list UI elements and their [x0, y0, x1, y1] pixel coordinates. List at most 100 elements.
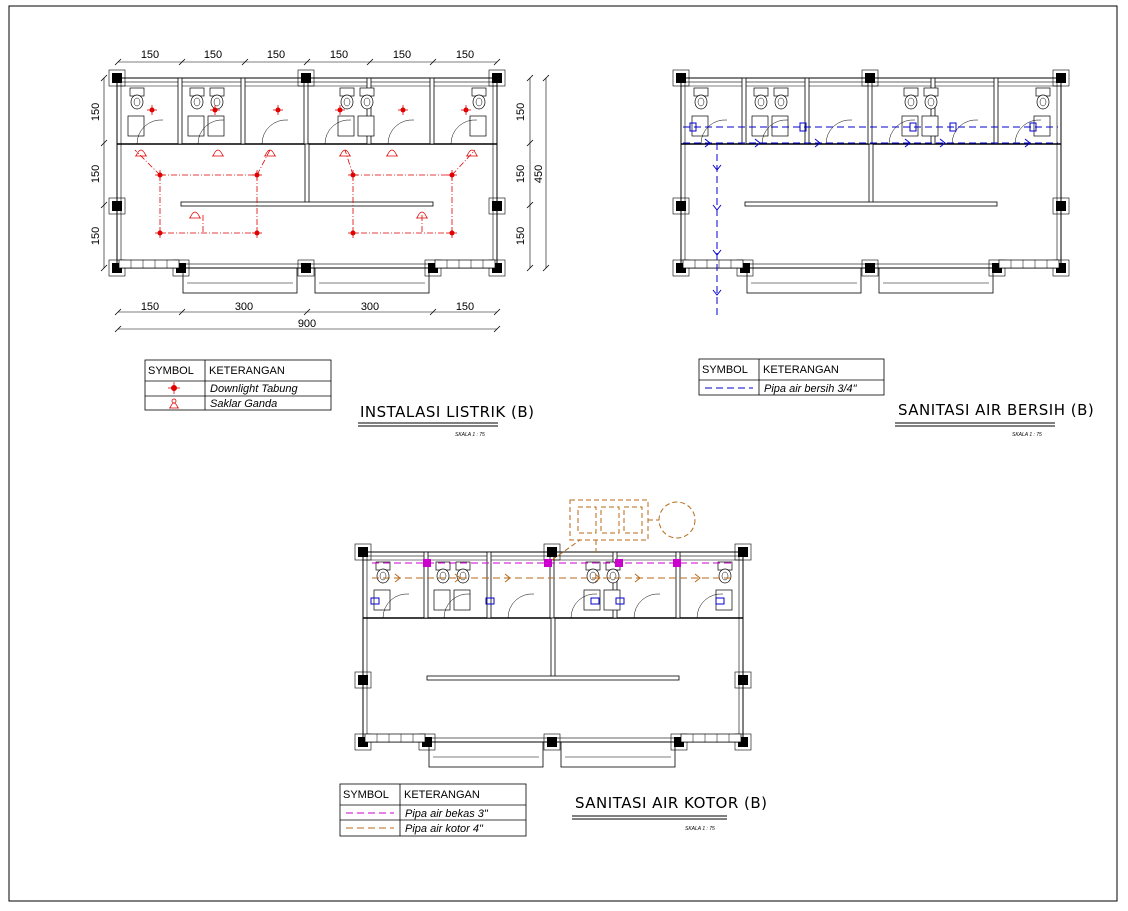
toilet-icon [127, 87, 145, 137]
column [547, 737, 557, 747]
switch-shape [212, 149, 224, 157]
partition-wall [303, 77, 309, 145]
column [676, 263, 686, 273]
window-frame [434, 259, 496, 269]
dim-left-3: 150 [90, 227, 102, 245]
toilet-icon [771, 87, 789, 137]
column [492, 263, 502, 273]
scale-kotor: SKALA 1 : 75 [685, 826, 715, 832]
door-swing [136, 119, 164, 145]
dim-tick [241, 58, 249, 66]
plan-sanitasi-air-kotor: SYMBOL KETERANGAN Pipa air bekas 3" Pipa… [339, 499, 768, 837]
floor-drain [187, 115, 205, 137]
flow-arrow [904, 138, 911, 148]
floor-drain [127, 115, 145, 137]
column [676, 201, 686, 211]
dim-tick [493, 308, 501, 316]
column-outline [734, 543, 752, 561]
column [738, 737, 748, 747]
entrance-step [428, 741, 544, 768]
window [364, 733, 426, 743]
legend-listrik: SYMBOL KETERANGAN Downlight Tabung Sakla… [144, 359, 332, 411]
floor-drain [921, 115, 939, 137]
window-frame [364, 733, 426, 743]
downlight-icon [348, 170, 358, 180]
downlight-symbols [147, 105, 471, 238]
legend-row-bekas: Pipa air bekas 3" [405, 808, 489, 820]
partition-wall [177, 77, 183, 145]
toilet-icon [469, 87, 487, 137]
dim-bottom-3: 300 [361, 301, 379, 313]
downlight-icon [155, 228, 165, 238]
flow-arrow [394, 573, 401, 583]
toilet-bowl [210, 94, 224, 110]
floor-drain-marker [590, 597, 600, 605]
toilet-seat [459, 571, 467, 581]
column [358, 547, 368, 557]
toilet-bowl [456, 568, 470, 584]
downlight-icon [447, 170, 457, 180]
center-wall [304, 143, 310, 205]
partition-wall [993, 77, 999, 145]
flow-arrow [939, 138, 946, 148]
window [118, 259, 180, 269]
column [674, 737, 684, 747]
toilet-icon [207, 87, 225, 137]
dim-height: 450 [533, 165, 545, 183]
legend-symbol-header: SYMBOL [702, 364, 748, 376]
legend-row-downlight: Downlight Tabung [210, 383, 299, 395]
floor-drain-marker [485, 597, 495, 605]
dim-bottom-4: 150 [456, 301, 474, 313]
dim-tick [100, 264, 108, 272]
toilet-seat [379, 571, 387, 581]
toilet-seat [589, 571, 597, 581]
toilet-icon [751, 87, 769, 137]
dims-left: 150 150 150 [90, 103, 102, 245]
toilet-bowl [774, 94, 788, 110]
toilet-bowl [190, 94, 204, 110]
column [865, 263, 875, 273]
title-block-listrik: INSTALASI LISTRIK (B) SKALA 1 : 75 [358, 403, 534, 438]
dim-tick [366, 58, 374, 66]
column [492, 73, 502, 83]
plan-sanitasi-air-bersih: SYMBOL KETERANGAN Pipa air bersih 3/4" S… [672, 69, 1094, 438]
downlight-legend-icon [168, 382, 180, 394]
column [1056, 73, 1066, 83]
toilet-seat [1039, 97, 1047, 107]
column [1056, 201, 1066, 211]
floor-plan-3 [354, 543, 752, 768]
partition-wall [429, 77, 435, 145]
dim-tick [303, 58, 311, 66]
toilet-seat [133, 97, 141, 107]
dim-tick [303, 308, 311, 316]
door-swing [450, 119, 478, 145]
toilet-icon [453, 561, 471, 611]
downlight-icon [335, 105, 345, 115]
toilet-seat [927, 97, 935, 107]
floor-drain-marker [715, 597, 725, 605]
legend-desc-header: KETERANGAN [209, 365, 285, 377]
flow-arrow [454, 573, 461, 583]
toilet-bowl [754, 94, 768, 110]
door-swing [382, 593, 410, 619]
dim-right-1: 150 [515, 103, 527, 121]
switch-icon [386, 149, 398, 157]
clean-water-pipes [683, 126, 1058, 318]
title-block-bersih: SANITASI AIR BERSIH (B) SKALA 1 : 75 [895, 401, 1094, 438]
switch-shape [339, 149, 351, 157]
flow-arrow [712, 249, 722, 256]
floor-drain [207, 115, 225, 137]
partition-wall [486, 551, 492, 619]
downlight-icon [252, 228, 262, 238]
window-frame [682, 259, 744, 269]
dim-tick [542, 264, 550, 272]
door-swing [570, 593, 598, 619]
title-kotor: SANITASI AIR KOTOR (B) [575, 794, 768, 812]
flow-arrow [504, 573, 511, 583]
title-block-kotor: SANITASI AIR KOTOR (B) SKALA 1 : 75 [572, 794, 768, 832]
urinal-wall [180, 201, 434, 207]
dim-top-2: 150 [204, 49, 222, 61]
column [358, 737, 368, 747]
switch-shape [189, 211, 201, 219]
